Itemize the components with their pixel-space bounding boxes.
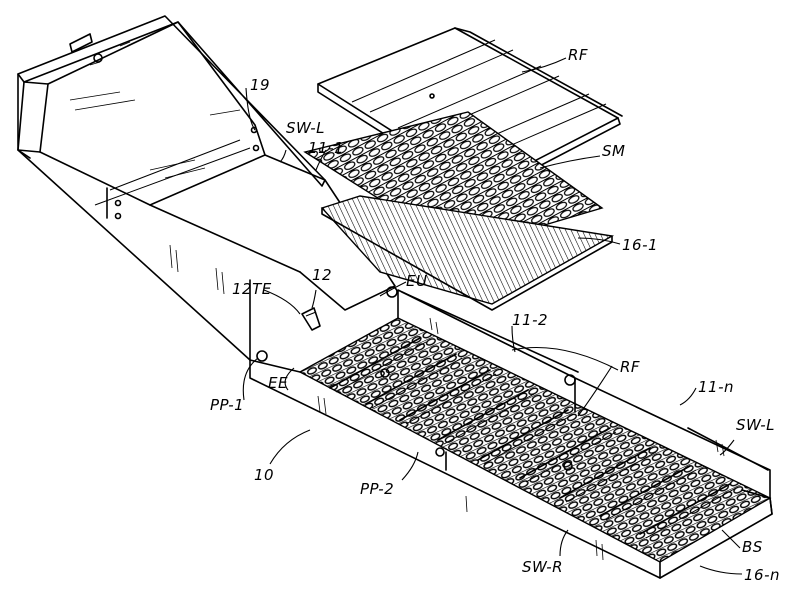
label-11-2: 11-2 bbox=[512, 311, 548, 329]
label-ee: EE bbox=[268, 374, 288, 392]
label-sm: SM bbox=[602, 142, 625, 160]
label-11-1: 11-1 bbox=[308, 139, 344, 157]
label-sw-l-top: SW-L bbox=[286, 119, 325, 137]
label-pp-1: PP-1 bbox=[210, 396, 244, 414]
label-12te: 12TE bbox=[232, 280, 272, 298]
upper-box bbox=[17, 15, 396, 361]
label-sw-r: SW-R bbox=[522, 558, 563, 576]
label-16-1: 16-1 bbox=[622, 236, 658, 254]
leader-lines bbox=[242, 57, 743, 575]
label-eu: EU bbox=[406, 272, 427, 290]
label-19: 19 bbox=[250, 76, 270, 94]
label-rf-mid: RF bbox=[620, 358, 640, 376]
label-sw-l-right: SW-L bbox=[736, 416, 775, 434]
label-bs: BS bbox=[742, 538, 763, 556]
reference-labels: RF 19 SW-L 11-1 SM 16-1 EU 12 12TE 11-2 … bbox=[210, 46, 780, 584]
label-16-n: 16-n bbox=[744, 566, 780, 584]
pad-16-1 bbox=[320, 195, 615, 311]
label-rf-top: RF bbox=[568, 46, 588, 64]
label-pp-2: PP-2 bbox=[360, 480, 394, 498]
lower-trough bbox=[249, 286, 773, 579]
label-10: 10 bbox=[254, 466, 274, 484]
label-12: 12 bbox=[312, 266, 332, 284]
label-11-n: 11-n bbox=[698, 378, 734, 396]
